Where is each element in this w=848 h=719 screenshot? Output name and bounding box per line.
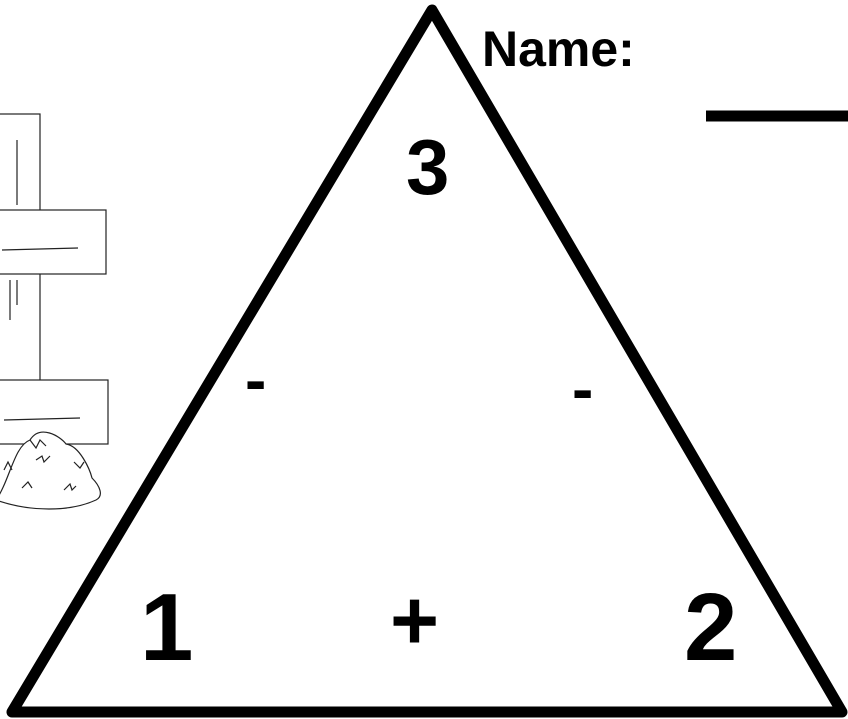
left-minus-operator: -	[245, 348, 266, 412]
right-minus-operator: -	[572, 357, 593, 421]
bottom-left-number: 1	[140, 580, 193, 676]
fence-post-clipart-icon	[0, 114, 108, 509]
bottom-plus-operator: +	[390, 578, 439, 662]
name-label: Name:	[482, 24, 635, 74]
bottom-right-number: 2	[684, 580, 737, 676]
top-number: 3	[406, 128, 449, 206]
